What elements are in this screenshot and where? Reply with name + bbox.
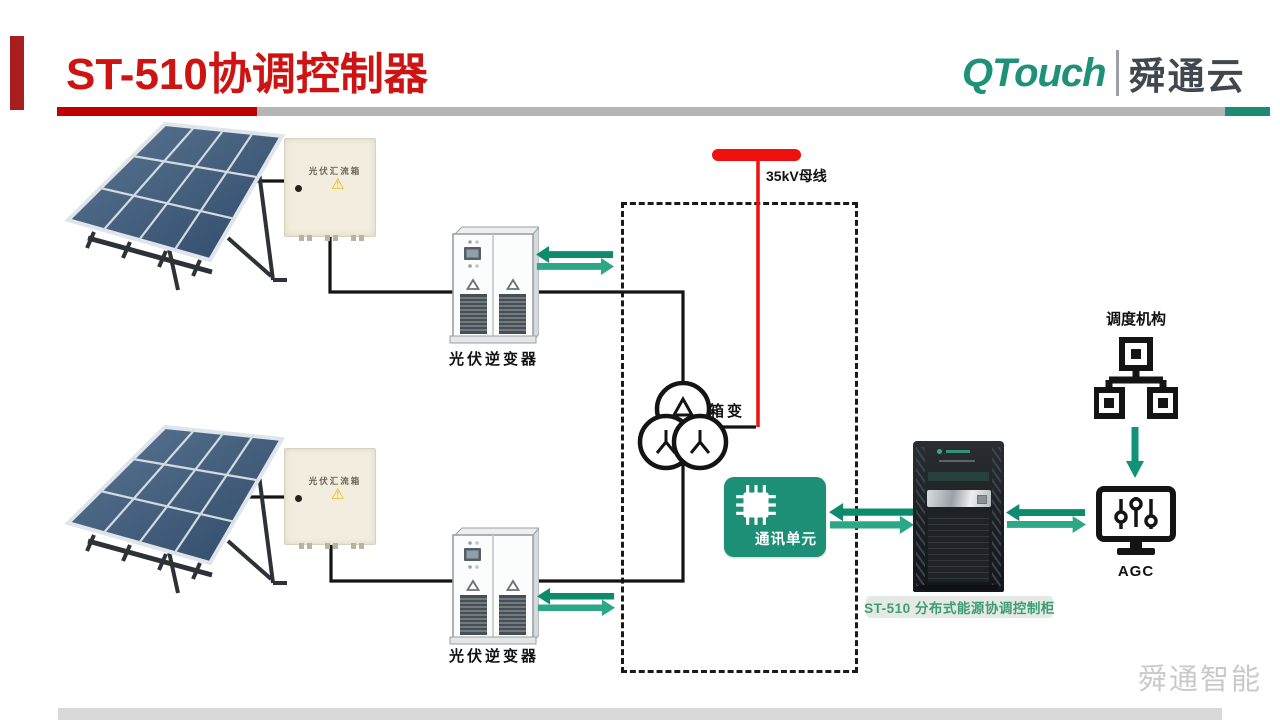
pv-combiner-box-top: 光伏汇流箱 ⚠ — [284, 138, 376, 241]
pv-combiner-box-bottom: 光伏汇流箱 ⚠ — [284, 448, 376, 549]
st510-cabinet-label: ST-510 分布式能源协调控制柜 — [864, 596, 1054, 618]
transformer-label: 箱变 — [709, 403, 746, 420]
title-rule-gray — [257, 107, 1225, 116]
brand-logo: QTouch 舜通云 — [962, 46, 1246, 100]
pv-inverter-top — [449, 222, 539, 346]
exchange-arrows-inverter-top — [536, 246, 614, 275]
comm-unit-label: 通讯单元 — [755, 532, 817, 548]
cabinet-metal-panel — [927, 490, 991, 507]
busbar-label: 35kV母线 — [766, 168, 827, 184]
substation-dashed-zone — [621, 202, 858, 673]
st510-cabinet-image — [913, 441, 1004, 592]
dispatch-label: 调度机构 — [1105, 311, 1166, 328]
logo-brand-text: QTouch — [962, 50, 1107, 95]
watermark-text: 舜通智能 — [1138, 664, 1263, 696]
exchange-arrows-inverter-bottom — [537, 588, 615, 616]
busbar-35kv — [712, 149, 801, 161]
combiner-box-label: 光伏汇流箱 — [308, 476, 362, 486]
footer-bar — [58, 708, 1222, 720]
title-accent-bar — [10, 36, 24, 110]
logo-divider — [1115, 50, 1119, 96]
down-arrow-icon — [1126, 427, 1144, 478]
inverter-label-top: 光伏逆变器 — [448, 351, 539, 368]
page-title: ST-510协调控制器 — [66, 50, 428, 99]
solar-array-bottom — [60, 423, 295, 598]
exchange-arrows-cabinet-agc — [1006, 504, 1086, 533]
warning-triangle-icon: ⚠ — [331, 176, 345, 193]
cabinet-logo-dot — [937, 449, 942, 454]
warning-triangle-icon: ⚠ — [331, 486, 345, 503]
chip-icon — [732, 481, 780, 529]
agc-label: AGC — [1117, 563, 1155, 580]
inverter-label-bottom: 光伏逆变器 — [448, 648, 539, 665]
combiner-box-label: 光伏汇流箱 — [308, 166, 362, 176]
pv-inverter-bottom — [449, 523, 539, 647]
solar-array-top — [60, 120, 295, 295]
logo-company-text: 舜通云 — [1128, 56, 1246, 97]
combiner-lock-dot — [295, 495, 302, 502]
title-rule-teal — [1225, 107, 1270, 116]
agc-monitor-icon — [1096, 486, 1176, 555]
network-nodes-icon — [1094, 337, 1178, 419]
combiner-lock-dot — [295, 185, 302, 192]
exchange-arrows-comm-cabinet — [829, 503, 914, 534]
comm-unit-card: 通讯单元 — [724, 477, 826, 557]
title-rule-red — [57, 107, 257, 116]
